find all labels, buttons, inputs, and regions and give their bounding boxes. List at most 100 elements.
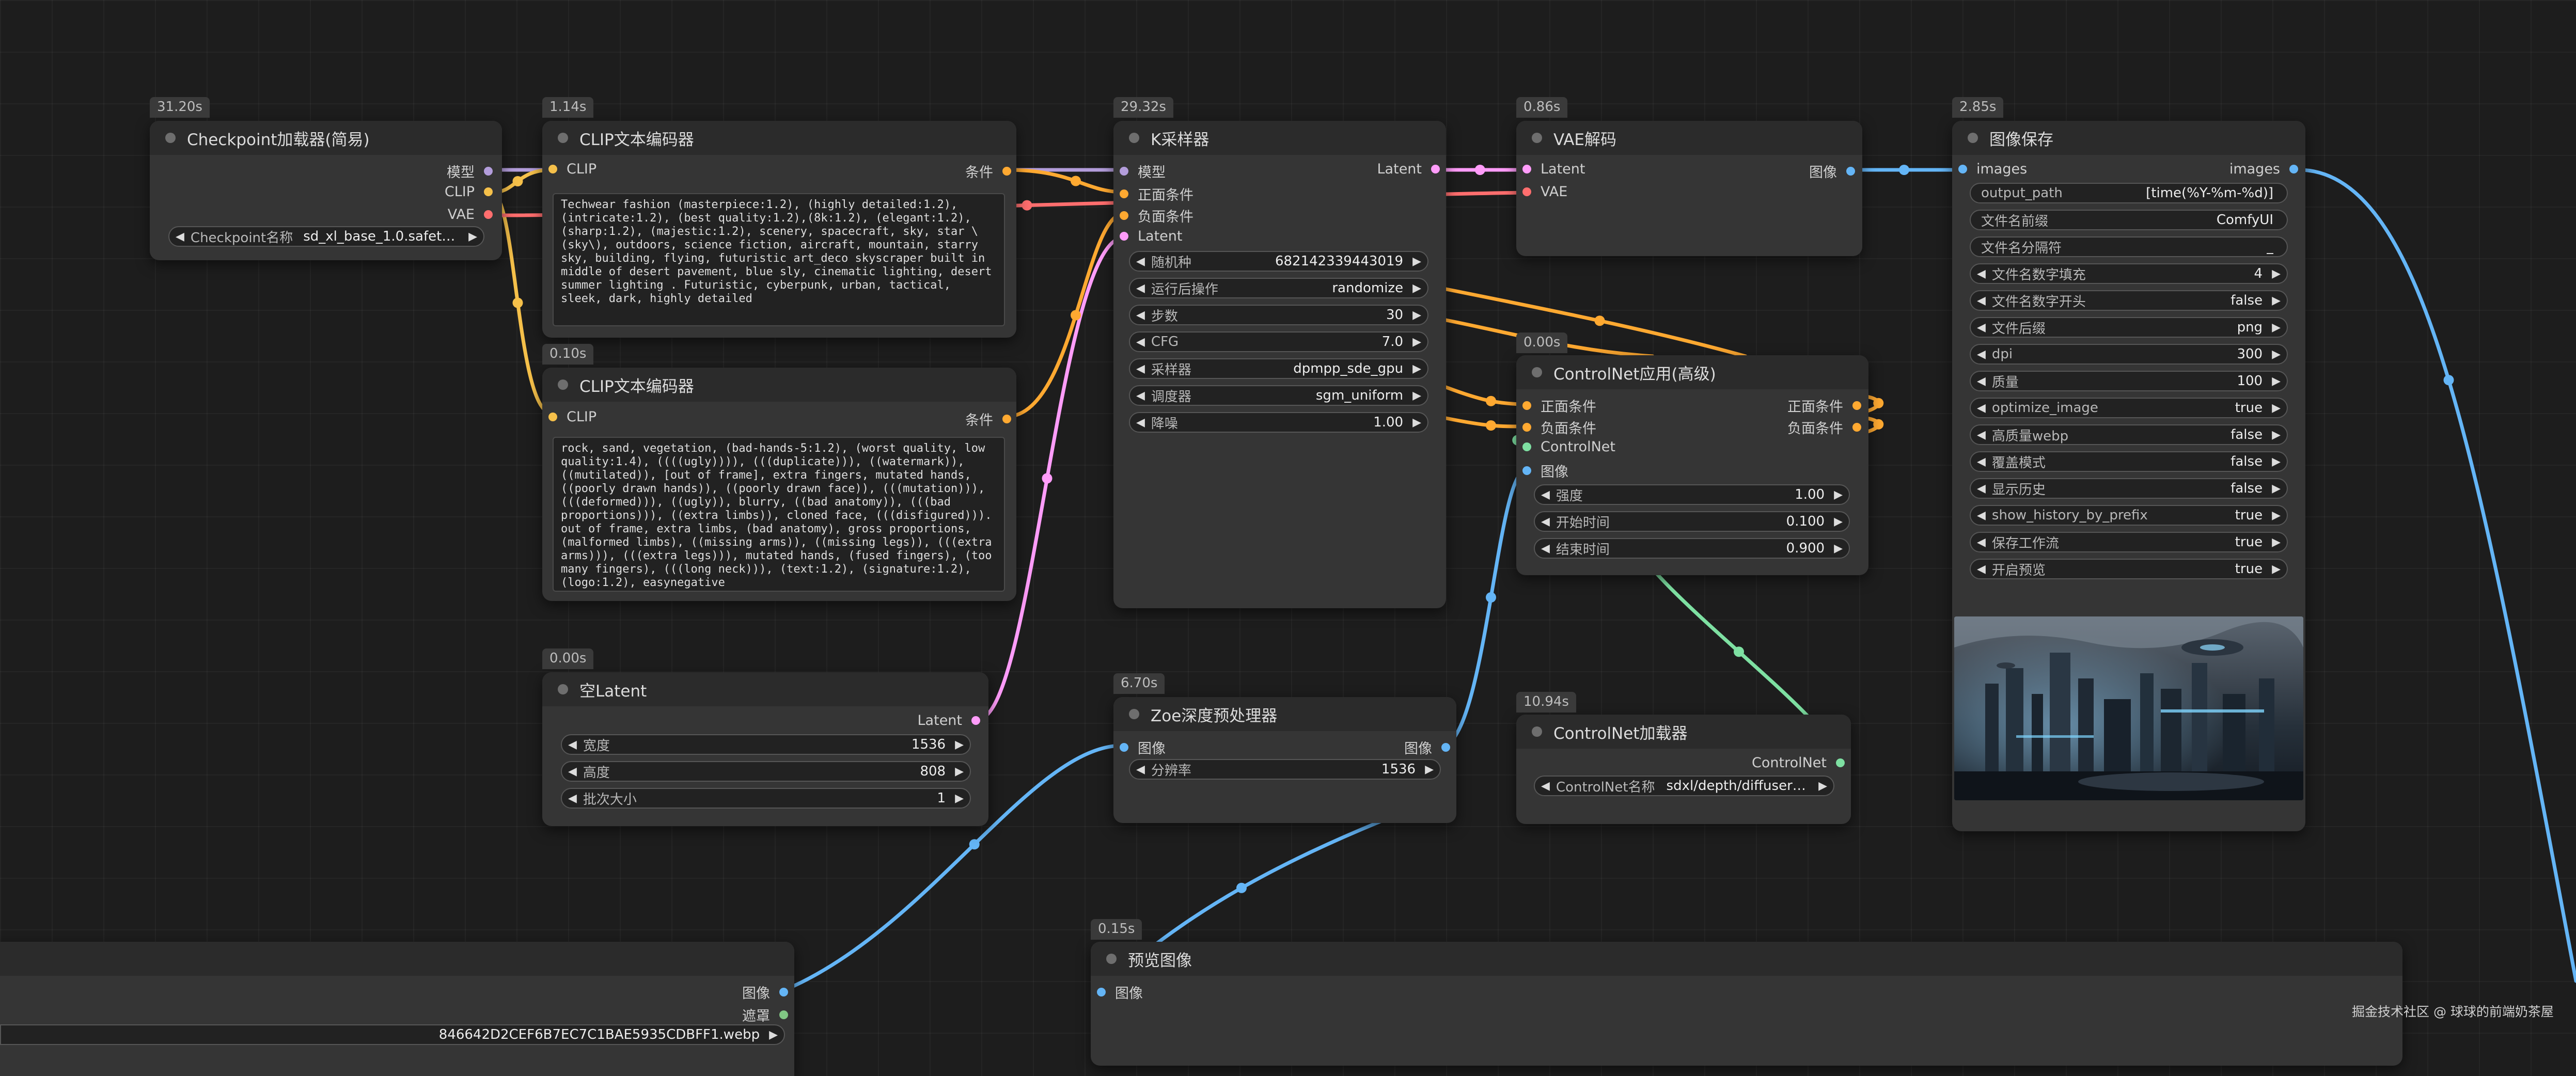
socket-dot-icon[interactable] [548,165,557,173]
socket-dot-icon[interactable] [779,1010,788,1019]
arrow-left-icon[interactable]: ◀ [1136,335,1145,349]
arrow-right-icon[interactable]: ▶ [2272,374,2281,388]
arrow-left-icon[interactable]: ◀ [1541,488,1550,501]
input-slot-vae[interactable]: VAE [1522,184,1567,200]
end-percent-widget[interactable]: ◀ 结束时间 0.900 ▶ [1534,538,1850,559]
output-slot-negative[interactable]: 负面条件 [1787,417,1861,437]
output-slot-images[interactable]: images [2229,161,2298,177]
wire-midpoint-dot[interactable] [1873,398,1884,408]
arrow-left-icon[interactable]: ◀ [1977,374,1986,388]
arrow-left-icon[interactable]: ◀ [1136,763,1145,776]
wire-midpoint-dot[interactable] [1022,200,1032,211]
output-slot-image[interactable]: 图像 [1809,161,1855,181]
input-slot-negative[interactable]: 负面条件 [1120,205,1193,226]
generated-image-preview[interactable] [1954,616,2303,800]
socket-dot-icon[interactable] [1522,423,1531,432]
wire-midpoint-dot[interactable] [1873,419,1884,430]
socket-dot-icon[interactable] [1441,743,1450,752]
input-slot-negative[interactable]: 负面条件 [1522,417,1596,437]
socket-dot-icon[interactable] [484,210,493,219]
input-slot-positive[interactable]: 正面条件 [1120,184,1193,204]
connection-wire-image[interactable] [2293,168,2576,983]
socket-dot-icon[interactable] [484,167,493,176]
collapse-dot-icon[interactable] [1532,367,1542,377]
socket-dot-icon[interactable] [548,413,557,421]
cn-loader-node-header[interactable]: ControlNet加载器 [1516,715,1851,749]
arrow-right-icon[interactable]: ▶ [1834,542,1843,555]
arrow-right-icon[interactable]: ▶ [1425,763,1434,776]
wire-midpoint-dot[interactable] [2443,375,2454,386]
optimize-image-toggle[interactable]: ◀ optimize_image true ▶ [1970,398,2288,418]
input-slot-image[interactable]: 图像 [1120,737,1166,757]
arrow-left-icon[interactable]: ◀ [1977,321,1986,334]
socket-dot-icon[interactable] [1002,167,1011,176]
arrow-right-icon[interactable]: ▶ [2272,401,2281,415]
input-slot-model[interactable]: 模型 [1120,161,1166,181]
socket-dot-icon[interactable] [1958,165,1967,173]
arrow-left-icon[interactable]: ◀ [1541,779,1550,793]
socket-dot-icon[interactable] [971,716,980,725]
output-slot-latent[interactable]: Latent [918,713,980,729]
arrow-right-icon[interactable]: ▶ [1412,281,1421,295]
vae-decode-node[interactable]: VAE解码 Latent VAE 图像 [1516,121,1862,256]
arrow-left-icon[interactable]: ◀ [1977,428,1986,441]
arrow-right-icon[interactable]: ▶ [769,1028,778,1041]
socket-dot-icon[interactable] [1431,165,1440,173]
filename-prefix-field[interactable]: 文件名前缀 ComfyUI [1970,210,2288,230]
ksampler-node-header[interactable]: K采样器 [1113,121,1446,155]
arrow-left-icon[interactable]: ◀ [1136,416,1145,429]
arrow-right-icon[interactable]: ▶ [2272,509,2281,522]
collapse-dot-icon[interactable] [165,133,176,143]
collapse-dot-icon[interactable] [1106,954,1117,964]
arrow-right-icon[interactable]: ▶ [1412,362,1421,375]
latent-height-widget[interactable]: ◀ 高度 808 ▶ [561,761,971,782]
show-previews-toggle[interactable]: ◀ 开启预览 true ▶ [1970,559,2288,579]
strength-widget[interactable]: ◀ 强度 1.00 ▶ [1534,484,1850,505]
collapse-dot-icon[interactable] [558,379,568,390]
socket-dot-icon[interactable] [1852,401,1861,410]
socket-dot-icon[interactable] [1846,167,1855,176]
socket-dot-icon[interactable] [1097,988,1106,996]
checkpoint-name-combo[interactable]: ◀ Checkpoint名称 sd_xl_base_1.0.safeten...… [168,226,484,247]
filename-number-padding-widget[interactable]: ◀ 文件名数字填充 4 ▶ [1970,263,2288,284]
dpi-widget[interactable]: ◀ dpi 300 ▶ [1970,344,2288,365]
output-slot-controlnet[interactable]: ControlNet [1752,755,1845,771]
cfg-widget[interactable]: ◀ CFG 7.0 ▶ [1129,331,1428,352]
input-slot-controlnet[interactable]: ControlNet [1522,439,1615,455]
arrow-right-icon[interactable]: ▶ [955,738,964,751]
arrow-left-icon[interactable]: ◀ [568,792,577,805]
filename-delimiter-field[interactable]: 文件名分隔符 _ [1970,236,2288,257]
socket-dot-icon[interactable] [1120,189,1128,198]
ksampler-node[interactable]: K采样器 模型 正面条件 负面条件 Latent Latent ◀ 随机种 68… [1113,121,1446,608]
scheduler-widget[interactable]: ◀ 调度器 sgm_uniform ▶ [1129,385,1428,406]
input-slot-image[interactable]: 图像 [1097,982,1143,1002]
negative-prompt-textarea[interactable]: rock, sand, vegetation, (bad-hands-5:1.2… [553,437,1005,592]
lossless-webp-toggle[interactable]: ◀ 高质量webp false ▶ [1970,424,2288,445]
quality-widget[interactable]: ◀ 质量 100 ▶ [1970,371,2288,391]
socket-dot-icon[interactable] [1522,442,1531,451]
arrow-left-icon[interactable]: ◀ [1977,535,1986,549]
arrow-right-icon[interactable]: ▶ [2272,428,2281,441]
connection-wire-conditioning[interactable] [1004,168,1126,194]
arrow-right-icon[interactable]: ▶ [468,230,477,243]
socket-dot-icon[interactable] [1522,165,1531,173]
connection-wire-image[interactable] [1444,469,1529,748]
arrow-right-icon[interactable]: ▶ [2272,347,2281,361]
resolution-widget[interactable]: ◀ 分辨率 1536 ▶ [1129,759,1441,780]
arrow-right-icon[interactable]: ▶ [1412,335,1421,349]
output-slot-conditioning[interactable]: 条件 [965,409,1011,429]
collapse-dot-icon[interactable] [1129,709,1139,719]
wire-midpoint-dot[interactable] [1594,315,1605,326]
wire-midpoint-dot[interactable] [1486,420,1496,431]
wire-midpoint-dot[interactable] [1899,165,1909,175]
clip2-node-header[interactable]: CLIP文本编码器 [542,368,1016,402]
latent-width-widget[interactable]: ◀ 宽度 1536 ▶ [561,734,971,755]
clip-text-encode-positive-node[interactable]: CLIP文本编码器 CLIP 条件 Techwear fashion (mast… [542,121,1016,338]
arrow-right-icon[interactable]: ▶ [2272,535,2281,549]
input-slot-images[interactable]: images [1958,161,2027,177]
denoise-widget[interactable]: ◀ 降噪 1.00 ▶ [1129,412,1428,433]
socket-dot-icon[interactable] [1522,401,1531,410]
socket-dot-icon[interactable] [484,187,493,196]
arrow-right-icon[interactable]: ▶ [1412,389,1421,402]
wire-midpoint-dot[interactable] [1042,473,1053,484]
